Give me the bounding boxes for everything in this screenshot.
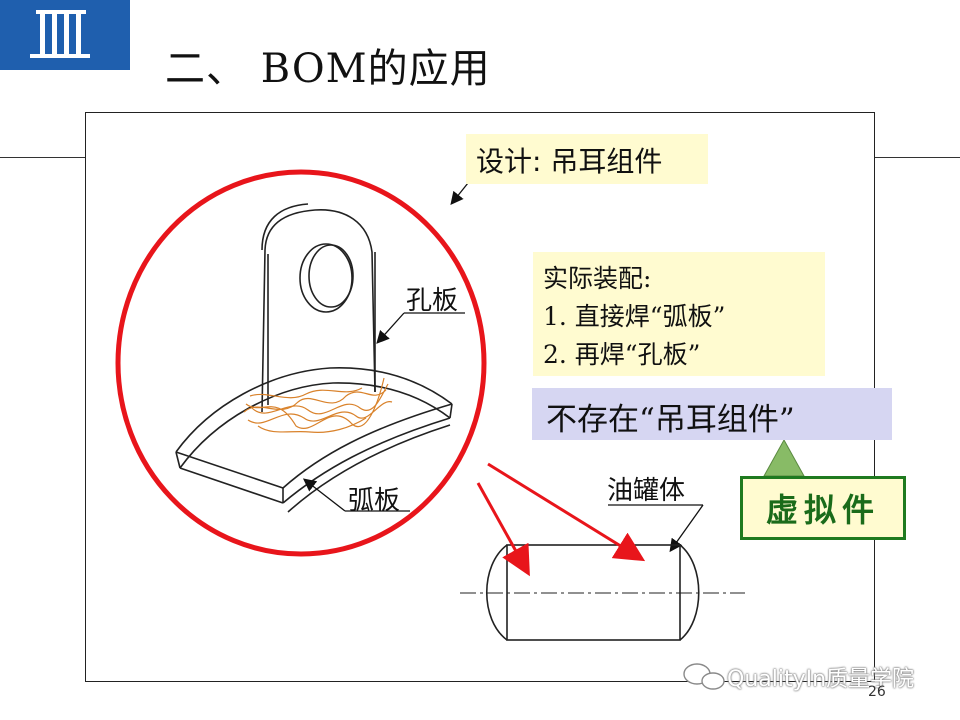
watermark-text: QualityIn质量学院 (727, 667, 915, 692)
tank-label: 油罐体 (607, 476, 686, 506)
pointer-triangle (763, 438, 805, 477)
wechat-icon (683, 663, 725, 690)
virtual-part-box: 虚拟件 (740, 476, 906, 540)
logo-mark (30, 10, 90, 58)
slide-title: 二、 BOM的应用 (165, 46, 491, 92)
assembly-heading: 实际装配: (543, 264, 652, 293)
not-exist-note: 不存在“吊耳组件” (532, 388, 892, 440)
assembly-step-2: 2. 再焊“孔板” (543, 340, 701, 369)
page-number: 26 (868, 684, 886, 700)
assembly-step-1: 1. 直接焊“弧板” (543, 302, 726, 331)
arc-plate (175, 367, 453, 513)
divider-left (0, 157, 85, 158)
assembly-note: 实际装配: 1. 直接焊“弧板” 2. 再焊“孔板” (533, 252, 825, 376)
leader-lines (302, 177, 704, 553)
kongban-label: 孔板 (406, 286, 459, 316)
divider-right (875, 157, 960, 158)
weld-seam (243, 377, 393, 433)
hole-plate (261, 203, 376, 413)
red-arrows (476, 462, 646, 577)
huban-label: 弧板 (348, 486, 401, 516)
design-label: 设计: 吊耳组件 (466, 134, 708, 184)
oil-tank (460, 544, 745, 641)
logo (0, 0, 130, 70)
highlight-circle (115, 169, 487, 557)
